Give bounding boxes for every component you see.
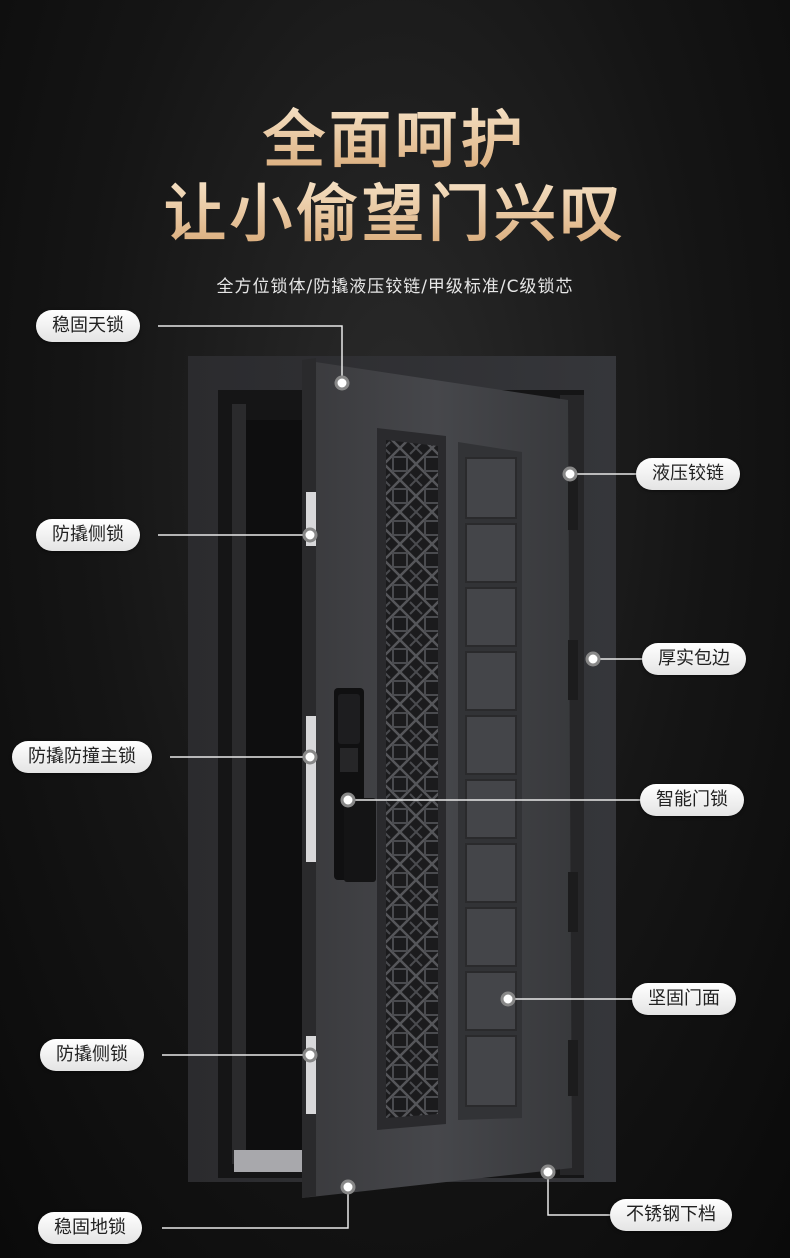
callout-side-lock-lower: 防撬侧锁 [40,1039,144,1071]
callout-hinge: 液压铰链 [636,458,740,490]
callout-edge-wrap: 厚实包边 [642,643,746,675]
raised-panels [465,457,517,1107]
callout-dots [302,375,601,1195]
callout-ground-lock: 稳固地锁 [38,1212,142,1244]
hinges [568,470,578,1096]
callout-threshold: 不锈钢下档 [610,1199,732,1231]
callout-side-lock-upper: 防撬侧锁 [36,519,140,551]
headline-line-1: 全面呵护 [0,104,790,176]
feature-subtitle: 全方位锁体/防撬液压铰链/甲级标准/C级锁芯 [216,277,574,297]
callout-main-lock: 防撬防撞主锁 [12,741,152,773]
smart-lock-body [334,688,376,882]
door-leaf [302,358,578,1198]
callout-door-face: 坚固门面 [632,983,736,1015]
callout-smart-lock: 智能门锁 [640,784,744,816]
leader-lines [158,325,642,1229]
headline-line-2: 让小偷望门兴叹 [0,178,790,250]
callout-top-lock: 稳固天锁 [36,310,140,342]
threshold-strip [234,1150,314,1172]
lock-bolts [306,492,316,1114]
